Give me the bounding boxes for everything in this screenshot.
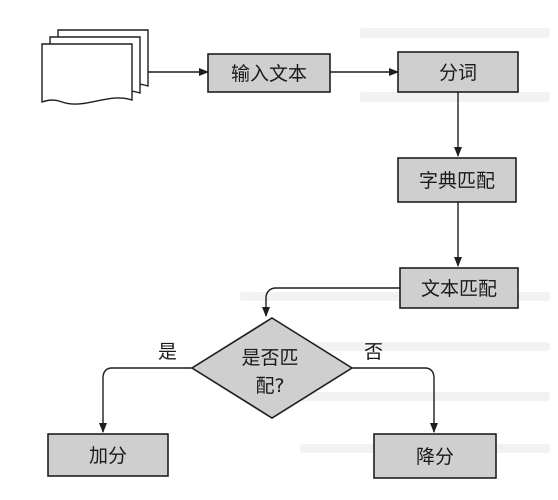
node-segment-label: 分词 (439, 62, 477, 84)
node-minus-score-label: 降分 (416, 446, 454, 468)
edge-text-to-decision (262, 287, 400, 317)
node-add-score-label: 加分 (89, 445, 127, 467)
branch-no-label: 否 (364, 341, 383, 363)
document-stack-icon (41, 29, 149, 105)
node-segment: 分词 (397, 51, 519, 93)
node-text-match-label: 文本匹配 (421, 278, 497, 300)
node-dict-match: 字典匹配 (397, 157, 517, 203)
branch-yes-label: 是 (158, 341, 177, 363)
node-dict-match-label: 字典匹配 (419, 170, 495, 192)
node-minus-score: 降分 (373, 433, 497, 479)
node-add-score: 加分 (47, 433, 169, 477)
node-input-text-label: 输入文本 (231, 63, 307, 85)
node-text-match: 文本匹配 (399, 267, 519, 309)
node-decision-label-line2: 配? (255, 375, 284, 397)
edge-decision-no (352, 367, 438, 433)
node-decision: 是否匹 配? (190, 317, 354, 419)
node-input-text: 输入文本 (207, 53, 331, 93)
edge-decision-yes (99, 367, 192, 433)
node-decision-label-line1: 是否匹 (241, 347, 298, 369)
